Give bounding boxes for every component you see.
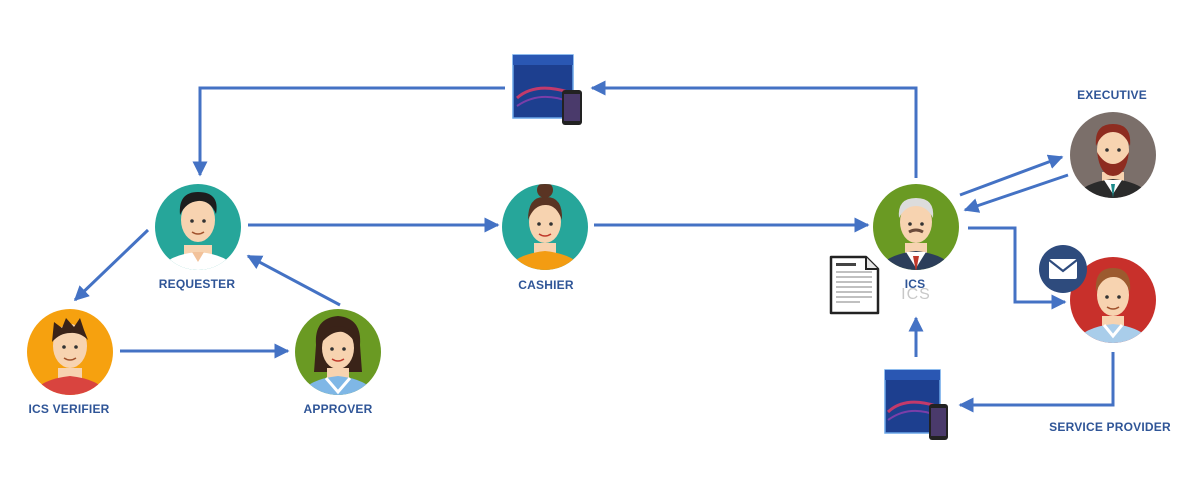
arrow-service-provider-to-app [958, 352, 1115, 413]
approver-label: APPROVER [303, 402, 373, 416]
requester-avatar [155, 184, 241, 270]
executive-avatar [1070, 112, 1156, 198]
envelope-icon [1039, 245, 1087, 293]
approver-avatar [295, 309, 381, 395]
executive-label: EXECUTIVE [1077, 88, 1147, 102]
ics-verifier-avatar [27, 309, 113, 395]
requester-label: REQUESTER [158, 277, 236, 291]
arrow-approver-to-requester [246, 254, 341, 307]
ics-verifier-label: ICS VERIFIER [28, 402, 110, 416]
arrow-app-to-requester [192, 86, 505, 177]
cashier-label: CASHIER [518, 278, 574, 292]
ics-ghost-label: ICS [901, 286, 931, 303]
ics-label: ICS [904, 277, 926, 291]
document-icon [829, 255, 880, 315]
cashier-avatar [502, 184, 588, 270]
service-provider-avatar [1070, 257, 1156, 343]
ics-avatar [873, 184, 959, 270]
arrow-requester-to-verifier [73, 228, 150, 302]
arrow-ics-to-app [590, 80, 918, 178]
arrow-ics-to-service-provider [968, 226, 1067, 310]
top-app-icon [512, 54, 582, 125]
service-provider-label: SERVICE PROVIDER [1049, 420, 1171, 434]
arrow-ics-to-executive [959, 154, 1064, 197]
arrow-executive-to-ics [963, 173, 1069, 213]
arrows [73, 80, 1115, 413]
bottom-app-icon [884, 369, 948, 440]
